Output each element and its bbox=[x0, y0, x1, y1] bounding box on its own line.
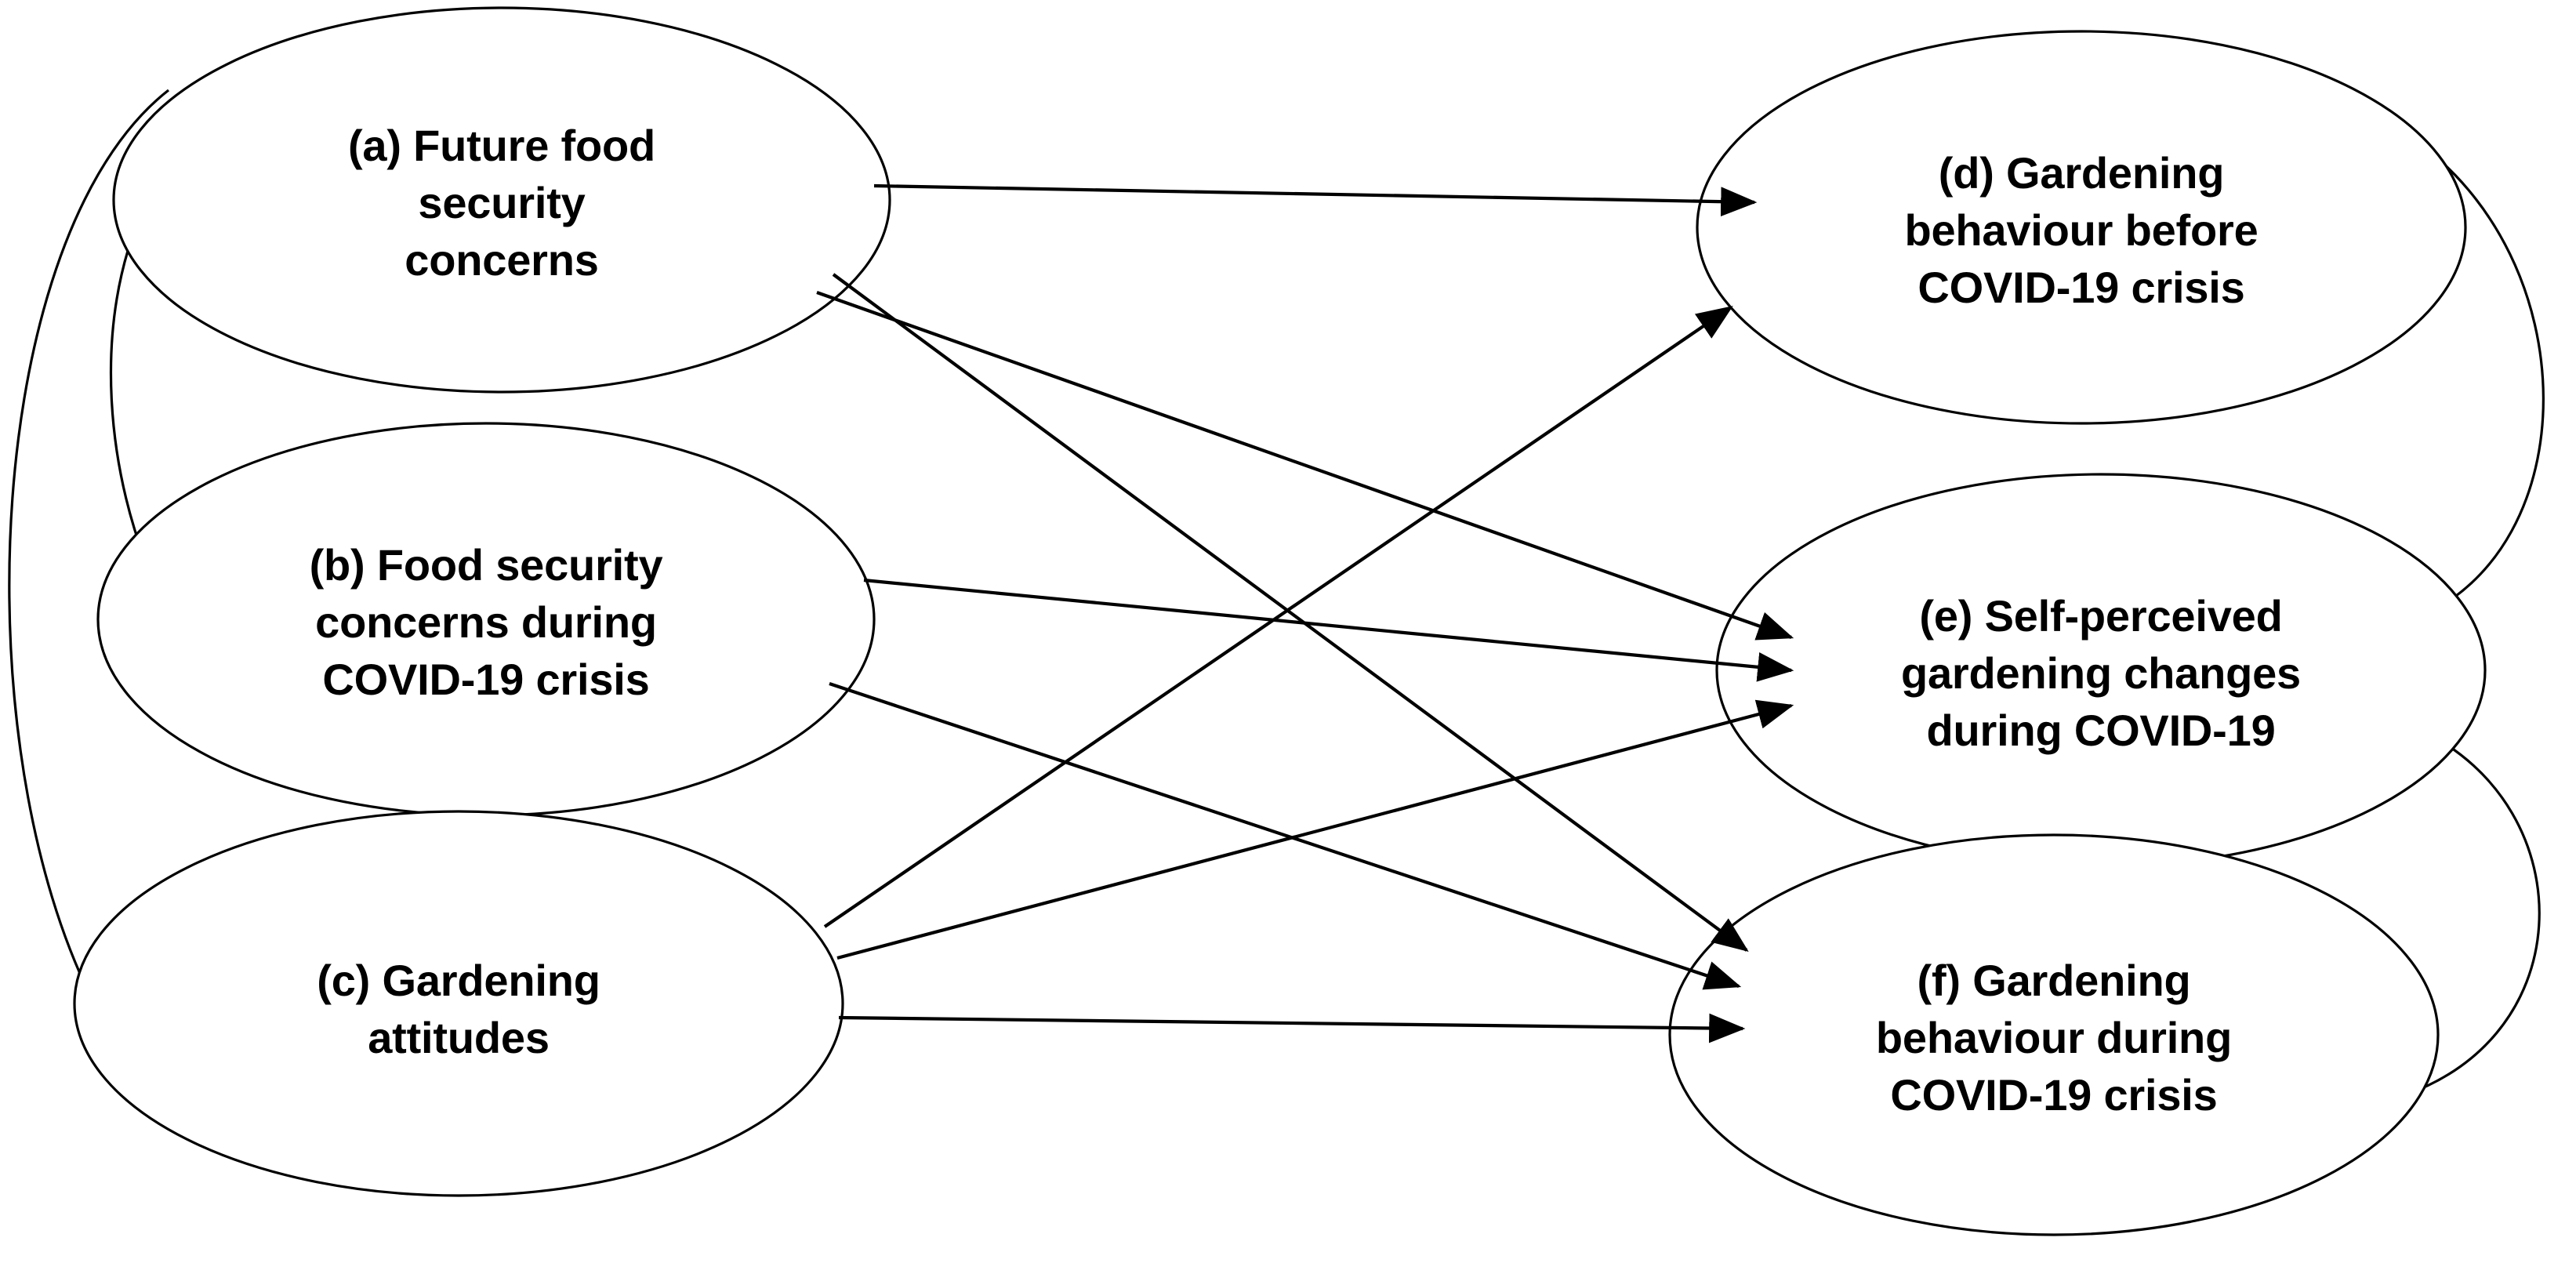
arrow-a-to-f bbox=[832, 273, 1749, 952]
node-ellipses bbox=[73, 6, 2487, 1236]
path-arrows bbox=[816, 183, 1794, 1043]
node-ellipse-e[interactable] bbox=[1715, 473, 2487, 868]
arrow-b-to-f bbox=[829, 682, 1742, 990]
arrow-a-to-d bbox=[873, 183, 1758, 217]
node-ellipse-a[interactable] bbox=[112, 6, 891, 394]
node-ellipse-c[interactable] bbox=[73, 810, 844, 1197]
arrow-c-to-f bbox=[838, 1013, 1746, 1043]
arrow-b-to-e bbox=[863, 578, 1794, 682]
arrow-c-to-d bbox=[823, 306, 1733, 928]
arrow-a-to-e bbox=[816, 291, 1794, 641]
covariance-curve-d-e bbox=[2410, 136, 2545, 621]
arrow-c-to-e bbox=[836, 699, 1794, 960]
node-ellipse-f[interactable] bbox=[1668, 833, 2440, 1236]
node-ellipse-b[interactable] bbox=[96, 422, 876, 817]
node-ellipse-d[interactable] bbox=[1696, 30, 2467, 425]
covariance-curve-e-f bbox=[2382, 728, 2541, 1103]
